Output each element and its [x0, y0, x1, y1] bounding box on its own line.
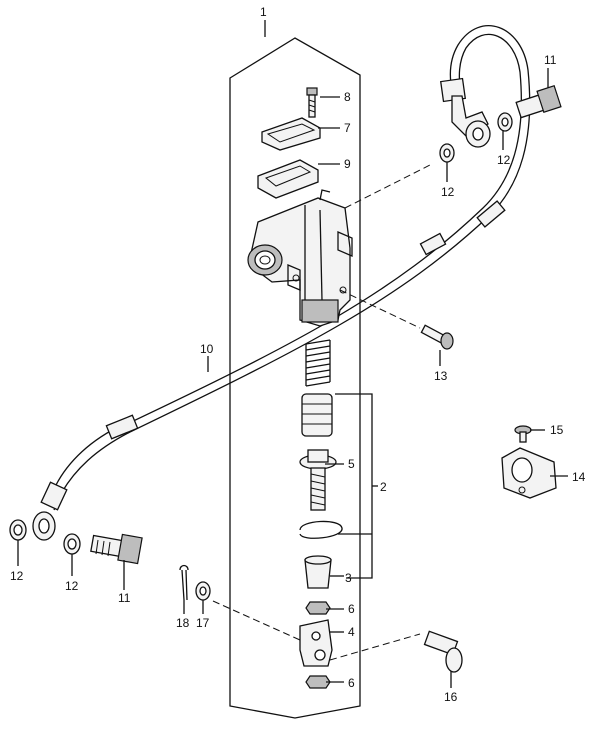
master-cylinder-body — [247, 189, 353, 327]
callout-12d: 12 — [65, 579, 79, 593]
callout-18: 18 — [176, 616, 190, 630]
cotter-pin — [179, 564, 189, 601]
banjo-bolt-right — [515, 85, 562, 119]
circlip — [299, 520, 343, 539]
assembly-frame — [229, 37, 361, 719]
mount-bolt — [420, 324, 454, 350]
reservoir-cap — [261, 117, 321, 151]
callout-5: 5 — [348, 457, 355, 471]
callout-15: 15 — [550, 423, 564, 437]
callout-12c: 12 — [10, 569, 24, 583]
callout-3: 3 — [345, 571, 352, 585]
nut-lower — [305, 675, 331, 689]
brake-hose — [32, 25, 531, 541]
callout-14: 14 — [572, 470, 586, 484]
push-rod — [299, 449, 337, 511]
return-spring — [305, 339, 331, 387]
callout-10: 10 — [200, 342, 214, 356]
callout-12b: 12 — [441, 185, 455, 199]
callout-12a: 12 — [497, 153, 511, 167]
nut-upper — [305, 601, 331, 615]
reservoir-diaphragm — [257, 159, 319, 199]
leader-lines — [17, 20, 568, 688]
callout-6b: 6 — [348, 676, 355, 690]
callout-13: 13 — [434, 369, 448, 383]
callout-16: 16 — [444, 690, 458, 704]
callout-9: 9 — [344, 157, 351, 171]
callout-8: 8 — [344, 90, 351, 104]
clevis — [299, 619, 333, 667]
clevis-pin — [423, 630, 463, 673]
cap-screw — [306, 87, 318, 118]
hose-bracket — [501, 447, 557, 499]
callout-4: 4 — [348, 625, 355, 639]
piston-kit — [301, 393, 333, 437]
bracket-screw — [514, 425, 532, 443]
callout-6a: 6 — [348, 602, 355, 616]
callout-1: 1 — [260, 5, 267, 19]
callout-2: 2 — [380, 480, 387, 494]
callout-7: 7 — [344, 121, 351, 135]
callout-17: 17 — [196, 616, 210, 630]
callout-11b: 11 — [118, 591, 131, 605]
callout-labels: 1 2 3 4 5 6 6 7 8 9 10 11 11 12 12 12 12… — [10, 5, 586, 704]
callout-11a: 11 — [544, 53, 557, 67]
banjo-bolt-left — [90, 533, 143, 565]
